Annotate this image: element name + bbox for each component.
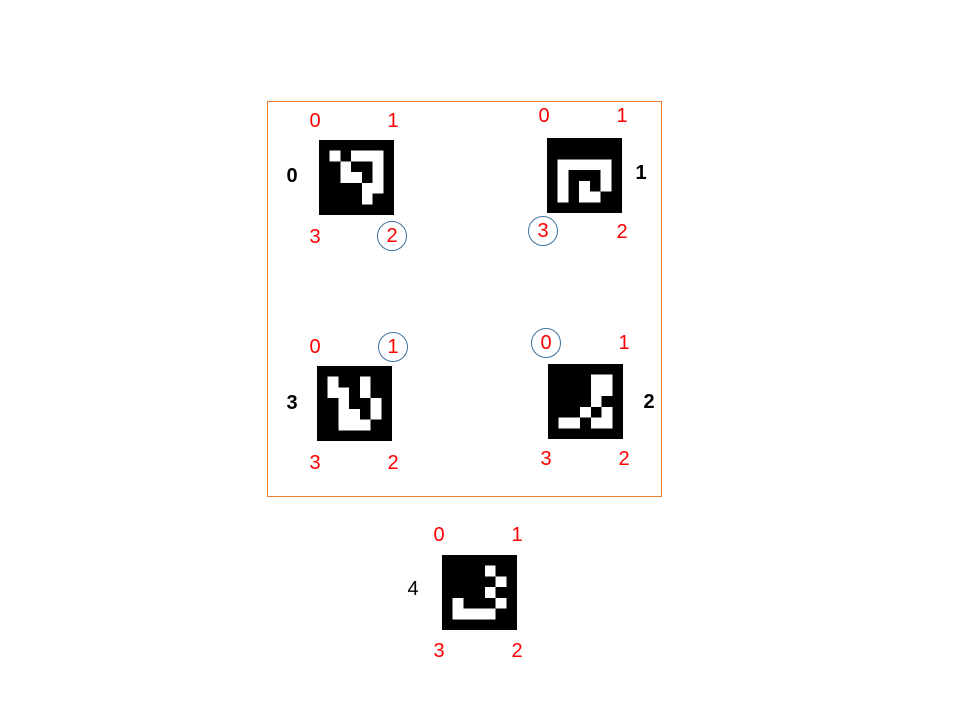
corner-label: 0: [540, 332, 552, 354]
marker-cell: [601, 406, 613, 418]
marker-cell: [557, 159, 569, 171]
marker-cell: [484, 587, 496, 598]
marker-cell: [372, 172, 384, 183]
marker-cell: [338, 408, 350, 420]
corner-label: 0: [309, 110, 321, 132]
marker-cell: [495, 597, 507, 609]
marker-cell: [351, 150, 362, 162]
marker-cell: [568, 159, 580, 171]
corner-label: 0: [309, 336, 321, 358]
corner-label: 2: [511, 640, 523, 662]
marker-cell: [600, 159, 612, 171]
corner-label: 3: [540, 448, 552, 470]
marker-cell: [370, 408, 382, 420]
marker-cell: [484, 565, 496, 577]
marker-cell: [359, 376, 371, 388]
marker-cell: [590, 417, 602, 429]
marker-cell: [558, 417, 570, 429]
corner-highlight-circle: [378, 332, 408, 362]
marker-cell: [590, 396, 602, 407]
marker-cell: [569, 417, 581, 429]
marker-cell: [601, 385, 613, 397]
marker-cell: [361, 150, 373, 162]
marker-cell: [349, 419, 360, 431]
marker-cell: [557, 170, 569, 181]
marker-cell: [338, 398, 350, 409]
corner-label: 1: [511, 524, 523, 546]
marker-cell: [327, 376, 339, 388]
corner-label: 3: [433, 640, 445, 662]
corner-highlight-circle: [528, 216, 558, 246]
marker-id-label: 3: [286, 392, 298, 414]
marker-cell: [361, 182, 373, 194]
corner-label: 3: [309, 452, 321, 474]
marker-pattern: [547, 138, 622, 213]
marker-4: [442, 555, 517, 630]
corner-label: 1: [387, 336, 399, 358]
marker-cell: [351, 172, 362, 183]
marker-cell: [589, 159, 601, 171]
marker-3: [317, 366, 392, 441]
corner-label: 1: [616, 105, 628, 127]
corner-label: 0: [433, 524, 445, 546]
corner-label: 2: [386, 225, 398, 247]
marker-cell: [495, 576, 507, 588]
marker-pattern: [317, 366, 392, 441]
marker-cell: [370, 398, 382, 409]
marker-pattern: [548, 364, 623, 439]
marker-cell: [327, 387, 339, 399]
corner-label: 3: [309, 226, 321, 248]
marker-cell: [557, 191, 569, 203]
marker-cell: [329, 150, 341, 162]
marker-cell: [557, 180, 569, 192]
corner-label: 2: [387, 452, 399, 474]
marker-cell: [452, 608, 464, 620]
marker-cell: [580, 406, 591, 418]
marker-0: [319, 140, 394, 215]
marker-cell: [579, 159, 590, 171]
marker-cell: [579, 180, 590, 192]
marker-cell: [600, 180, 612, 192]
marker-cell: [372, 161, 384, 173]
marker-cell: [589, 191, 601, 203]
marker-cell: [452, 597, 464, 609]
marker-cell: [474, 608, 485, 620]
marker-cell: [340, 161, 352, 173]
marker-2: [548, 364, 623, 439]
marker-id-label: 1: [635, 162, 647, 184]
corner-highlight-circle: [531, 328, 561, 358]
board-outline: [267, 101, 662, 497]
marker-cell: [338, 419, 350, 431]
marker-cell: [372, 150, 384, 162]
marker-pattern: [442, 555, 517, 630]
marker-cell: [484, 608, 496, 620]
marker-1: [547, 138, 622, 213]
corner-label: 3: [537, 220, 549, 242]
corner-label: 1: [387, 110, 399, 132]
marker-cell: [372, 182, 384, 194]
marker-cell: [463, 608, 475, 620]
marker-cell: [601, 417, 613, 429]
marker-cell: [601, 374, 613, 386]
marker-id-label: 4: [407, 578, 419, 600]
marker-cell: [338, 387, 350, 399]
marker-cell: [590, 374, 602, 386]
marker-cell: [600, 170, 612, 181]
marker-id-label: 2: [643, 391, 655, 413]
corner-label: 2: [618, 448, 630, 470]
marker-cell: [361, 193, 373, 205]
marker-pattern: [319, 140, 394, 215]
marker-cell: [359, 387, 371, 399]
marker-cell: [359, 419, 371, 431]
marker-cell: [349, 408, 360, 420]
corner-label: 2: [616, 221, 628, 243]
corner-highlight-circle: [377, 221, 407, 251]
marker-cell: [579, 191, 590, 203]
corner-label: 1: [618, 332, 630, 354]
corner-label: 0: [538, 105, 550, 127]
marker-id-label: 0: [286, 165, 298, 187]
marker-cell: [340, 172, 352, 183]
marker-cell: [590, 385, 602, 397]
